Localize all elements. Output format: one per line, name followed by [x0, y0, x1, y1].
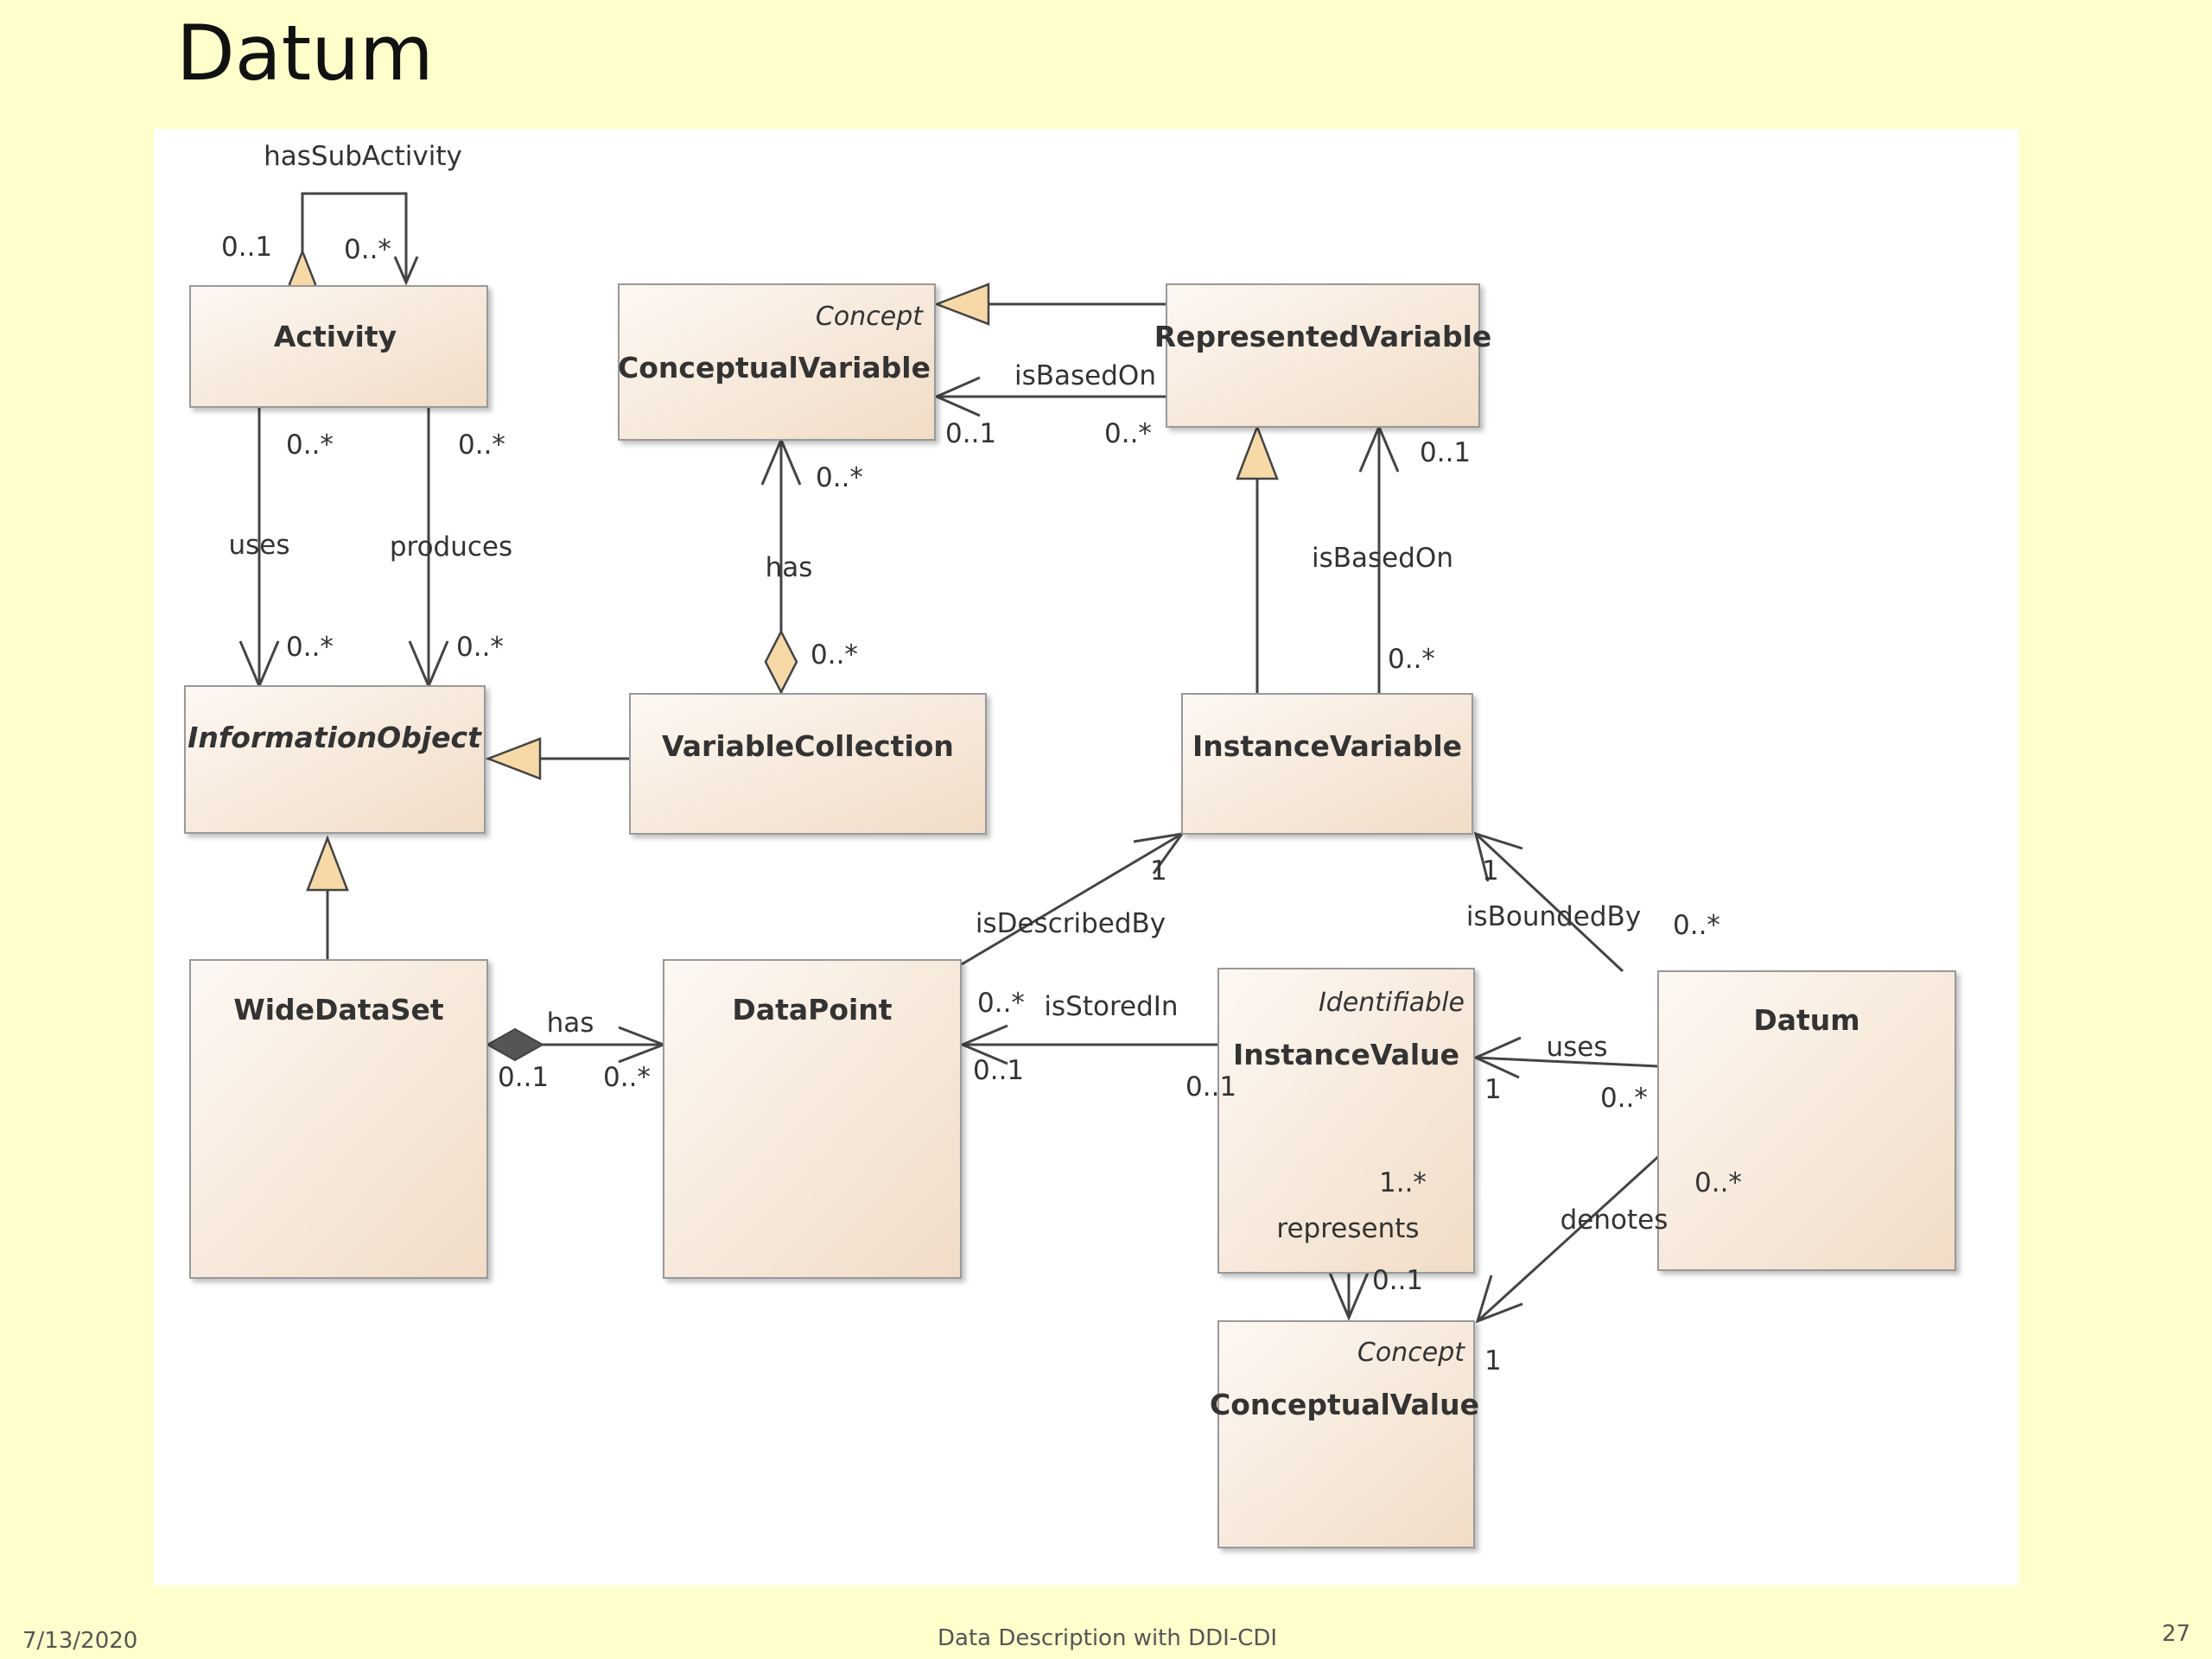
- edge-has-collection: [760, 436, 802, 699]
- mult-uses-datum-target: 1: [1484, 1074, 1502, 1105]
- class-instance-value[interactable]: Identifiable InstanceValue: [1217, 968, 1475, 1274]
- footer-date: 7/13/2020: [22, 1628, 138, 1654]
- class-name: DataPoint: [732, 993, 892, 1027]
- class-stereotype: Identifiable: [1319, 988, 1465, 1018]
- class-name: RepresentedVariable: [1154, 320, 1492, 353]
- label-is-based-on-iv: isBasedOn: [1312, 543, 1453, 574]
- mult-produces-source: 0..*: [458, 429, 505, 461]
- label-denotes: denotes: [1560, 1205, 1669, 1236]
- mult-is-bounded-by-source: 0..*: [1673, 910, 1720, 941]
- edge-is-based-on-rv: [933, 376, 1166, 417]
- edge-generalization-vc-io: [485, 737, 630, 780]
- mult-is-stored-in-target-a: 0..*: [977, 988, 1025, 1019]
- label-represents: represents: [1276, 1213, 1419, 1244]
- mult-is-stored-in-target-b: 0..1: [973, 1055, 1024, 1086]
- class-datum[interactable]: Datum: [1657, 970, 1956, 1271]
- label-is-stored-in: isStoredIn: [1044, 991, 1178, 1022]
- mult-is-based-on-rv-target: 0..1: [945, 418, 996, 449]
- mult-uses-datum-source: 0..*: [1600, 1083, 1648, 1114]
- mult-represents-target: 0..1: [1372, 1265, 1423, 1296]
- label-is-bounded-by: isBoundedBy: [1466, 901, 1641, 932]
- edge-denotes: [1475, 1144, 1672, 1324]
- class-information-object[interactable]: InformationObject: [184, 685, 486, 834]
- mult-has-sub-activity-source: 0..1: [221, 232, 272, 263]
- mult-has-datapoint-source: 0..1: [498, 1062, 549, 1093]
- label-has-sub-activity: hasSubActivity: [264, 141, 462, 172]
- label-produces: produces: [390, 531, 512, 563]
- class-stereotype: Concept: [1357, 1338, 1465, 1368]
- label-has-collection: has: [766, 552, 813, 583]
- edge-generalization-rv-cv: [933, 283, 1166, 326]
- diagram-canvas: Activity Concept ConceptualVariable Repr…: [154, 129, 2018, 1586]
- label-has-datapoint: has: [547, 1007, 594, 1039]
- mult-has-collection-target: 0..*: [816, 462, 863, 493]
- mult-is-bounded-by-target: 1: [1482, 855, 1499, 887]
- label-is-described-by: isDescribedBy: [976, 908, 1166, 939]
- mult-produces-target: 0..*: [456, 632, 504, 663]
- class-name: Datum: [1753, 1003, 1859, 1037]
- footer-title: Data Description with DDI-CDI: [938, 1625, 1278, 1651]
- label-uses-activity: uses: [228, 530, 289, 561]
- edge-is-described-by: [961, 831, 1185, 966]
- class-represented-variable[interactable]: RepresentedVariable: [1154, 283, 1492, 428]
- uml-diagram: Activity Concept ConceptualVariable Repr…: [184, 141, 1956, 1548]
- class-instance-variable[interactable]: InstanceVariable: [1181, 693, 1473, 835]
- class-conceptual-value[interactable]: Concept ConceptualValue: [1210, 1320, 1479, 1548]
- mult-represents-source: 1..*: [1379, 1167, 1427, 1198]
- class-name: ConceptualValue: [1210, 1388, 1479, 1421]
- mult-has-datapoint-target: 0..*: [603, 1062, 651, 1093]
- mult-uses-activity-source: 0..*: [286, 429, 334, 461]
- page-number: 27: [2162, 1621, 2191, 1647]
- class-conceptual-variable[interactable]: Concept ConceptualVariable: [618, 283, 936, 441]
- mult-uses-activity-target: 0..*: [286, 632, 334, 663]
- class-name: ConceptualVariable: [618, 351, 931, 385]
- edge-generalization-iv-rv: [1236, 423, 1279, 694]
- slide-title: Datum: [176, 9, 434, 98]
- class-name: Activity: [274, 320, 397, 353]
- label-is-based-on-rv: isBasedOn: [1014, 360, 1156, 391]
- edge-is-bounded-by: [1473, 831, 1624, 973]
- class-name: InformationObject: [188, 721, 482, 754]
- edge-has-datapoint: [485, 1026, 668, 1064]
- edge-is-stored-in: [959, 1024, 1218, 1065]
- mult-denotes-source: 0..*: [1694, 1167, 1742, 1198]
- class-stereotype: Concept: [816, 302, 924, 332]
- class-wide-data-set[interactable]: WideDataSet: [189, 959, 488, 1279]
- mult-is-based-on-rv-source: 0..*: [1104, 418, 1152, 449]
- mult-is-described-by-target: 1: [1150, 855, 1167, 887]
- mult-is-stored-in-source: 0..1: [1185, 1071, 1236, 1103]
- class-variable-collection[interactable]: VariableCollection: [629, 693, 987, 835]
- class-data-point[interactable]: DataPoint: [663, 959, 962, 1279]
- class-name: InstanceValue: [1233, 1038, 1459, 1071]
- mult-has-collection-source: 0..*: [810, 639, 858, 671]
- class-name: InstanceVariable: [1192, 729, 1462, 763]
- mult-is-based-on-iv-source: 0..*: [1388, 644, 1435, 675]
- class-activity[interactable]: Activity: [189, 285, 488, 408]
- class-name: WideDataSet: [233, 993, 444, 1027]
- mult-has-sub-activity-target: 0..*: [344, 234, 391, 265]
- mult-denotes-target: 1: [1484, 1345, 1502, 1376]
- mult-is-based-on-iv-target: 0..1: [1420, 437, 1471, 468]
- edge-generalization-wds-io: [306, 835, 349, 960]
- class-name: VariableCollection: [662, 729, 954, 763]
- edge-uses-datum: [1472, 1036, 1659, 1079]
- label-uses-datum: uses: [1546, 1032, 1607, 1063]
